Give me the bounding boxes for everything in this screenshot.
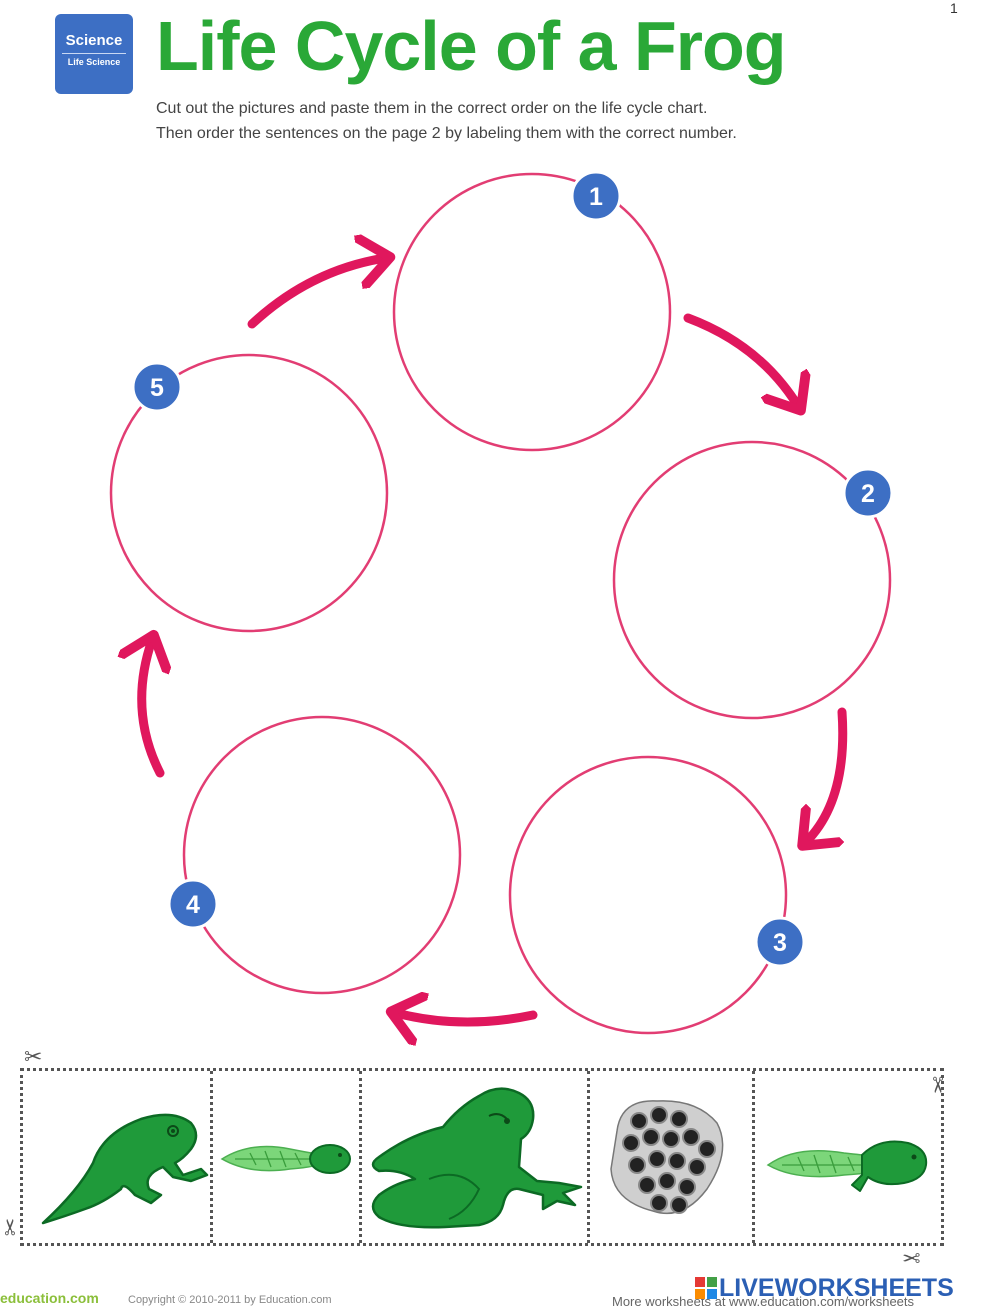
stage-number-3: 3	[754, 916, 806, 968]
cutout-tadpole-with-legs[interactable]	[752, 1071, 941, 1243]
svg-text:1: 1	[589, 183, 603, 211]
stage-circle-4[interactable]	[182, 715, 462, 995]
badge-divider	[62, 53, 126, 54]
scissors-icon: ✂	[902, 1245, 921, 1270]
svg-text:5: 5	[150, 374, 164, 402]
cut-line	[752, 1071, 755, 1243]
page-number: 1	[950, 0, 958, 16]
arrow-2-to-3	[806, 707, 848, 842]
page-title: Life Cycle of a Frog	[156, 7, 787, 85]
liveworksheets-logo-icon	[695, 1277, 717, 1299]
liveworksheets-watermark: LIVEWORKSHEETS	[695, 1274, 954, 1303]
education-logo: education.com	[0, 1290, 99, 1306]
cutout-tadpole[interactable]	[210, 1071, 359, 1243]
cut-line	[587, 1071, 590, 1243]
svg-text:4: 4	[186, 891, 200, 919]
stage-circle-5[interactable]	[109, 353, 389, 633]
scissors-icon: ✂	[925, 1075, 951, 1095]
instruction-line-1: Cut out the pictures and paste them in t…	[156, 100, 708, 117]
instruction-line-2: Then order the sentences on the page 2 b…	[156, 125, 737, 142]
stage-number-1: 1	[570, 170, 622, 222]
froglet-icon	[41, 1113, 209, 1225]
cutout-froglet[interactable]	[23, 1071, 210, 1243]
stage-circle-3[interactable]	[508, 755, 788, 1035]
cut-line	[359, 1071, 362, 1243]
stage-circle-2[interactable]	[612, 440, 892, 720]
tadpole-icon	[220, 1144, 351, 1174]
arrow-5-to-1	[247, 258, 385, 329]
tadpole-with-legs-icon	[766, 1140, 928, 1192]
copyright-text: Copyright © 2010-2011 by Education.com	[128, 1294, 332, 1306]
svg-text:2: 2	[861, 480, 875, 508]
liveworksheets-text: LIVEWORKSHEETS	[719, 1274, 954, 1302]
adult-frog-icon	[371, 1087, 583, 1229]
life-cycle-chart: 1 2 3 4 5	[109, 170, 894, 1060]
arrow-4-to-5	[142, 640, 160, 778]
cutout-strip	[20, 1068, 944, 1246]
stage-number-4: 4	[167, 878, 219, 930]
science-badge: Science Life Science	[55, 14, 133, 94]
badge-topic: Life Science	[67, 57, 121, 67]
stage-number-5: 5	[131, 361, 183, 413]
scissors-icon: ✂	[0, 1217, 24, 1237]
scissors-icon: ✂	[24, 1044, 43, 1069]
arrow-3-to-4	[396, 1013, 538, 1022]
cut-line	[210, 1071, 213, 1243]
stage-circle-1[interactable]	[392, 172, 672, 452]
frog-eggs-icon	[610, 1100, 724, 1215]
cutout-adult-frog[interactable]	[359, 1071, 587, 1243]
svg-text:3: 3	[773, 929, 787, 957]
badge-subject: Science	[65, 32, 123, 49]
cutout-frog-eggs[interactable]	[587, 1071, 752, 1243]
stage-number-2: 2	[842, 467, 894, 519]
more-worksheets-text: More worksheets at www.education.com/wor…	[612, 1294, 915, 1309]
arrow-1-to-2	[683, 313, 798, 406]
